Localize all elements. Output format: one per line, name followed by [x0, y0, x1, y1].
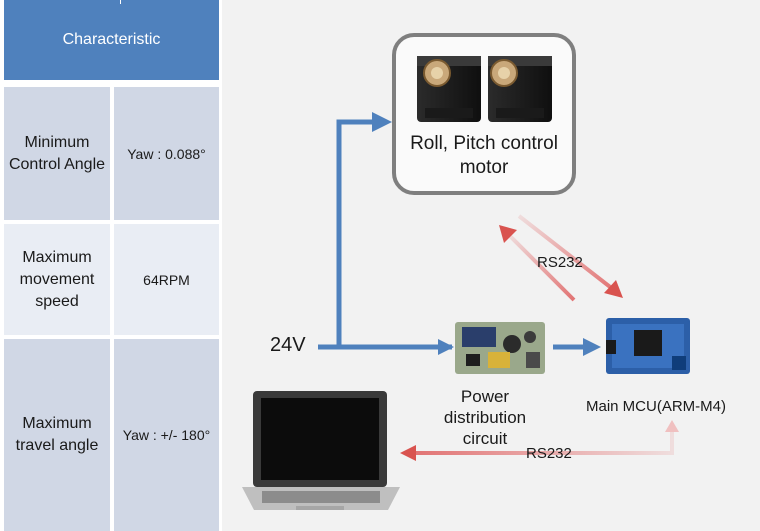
power-board-label: Power distribution circuit — [443, 387, 527, 448]
power-board-icon — [455, 322, 545, 374]
power-arrowhead-motor — [372, 112, 392, 132]
row-value-text: 64RPM — [143, 271, 190, 288]
rs232-link-laptop — [400, 420, 679, 461]
row-value-text: Yaw : +/- 180° — [122, 427, 211, 443]
row-value-travel-angle: Yaw : +/- 180° — [114, 339, 219, 531]
table-header-label: Characteristic — [62, 31, 161, 48]
power-line — [318, 119, 585, 350]
rs232-arrowhead-laptop — [400, 445, 416, 461]
row-label-movement-speed: Maximum movement speed — [4, 224, 110, 335]
row-label-travel-angle: Maximum travel angle — [4, 339, 110, 531]
motor-icon-left — [417, 56, 481, 122]
rs232-arrowhead-up — [499, 225, 517, 243]
rs232-label-top: RS232 — [537, 254, 583, 271]
rs232-line-up — [506, 232, 576, 302]
motor-label: Roll, Pitch control motor — [410, 133, 558, 178]
row-value-control-angle: Yaw : 0.088° — [114, 87, 219, 220]
header-divider — [120, 0, 121, 4]
row-label-text: Maximum movement speed — [19, 248, 95, 310]
mcu-label: Main MCU(ARM-M4) — [586, 398, 726, 415]
rs232-line-laptop — [414, 430, 674, 455]
rs232-link-motor — [499, 214, 623, 302]
table-header: Characteristic — [4, 0, 219, 80]
row-label-text: Minimum Control Angle — [8, 133, 106, 173]
rs232-line-down — [517, 214, 616, 292]
rs232-arrowhead-down — [604, 280, 623, 298]
rs232-label-bottom: RS232 — [526, 445, 572, 462]
power-line-vertical — [336, 119, 374, 347]
row-value-text: Yaw : 0.088° — [127, 145, 206, 162]
rs232-arrowhead-mcu — [665, 420, 679, 432]
voltage-label: 24V — [270, 334, 306, 356]
power-arrowhead-mcu — [583, 338, 601, 356]
mcu-board-icon — [606, 318, 690, 374]
spec-table: Characteristic Minimum Control Angle Yaw… — [0, 0, 222, 531]
row-value-movement-speed: 64RPM — [114, 224, 219, 335]
row-label-control-angle: Minimum Control Angle — [4, 87, 110, 220]
motor-icon-right — [488, 56, 552, 122]
row-label-text: Maximum travel angle — [15, 415, 99, 454]
laptop-icon — [242, 391, 400, 510]
power-arrowhead-psu — [438, 339, 454, 355]
